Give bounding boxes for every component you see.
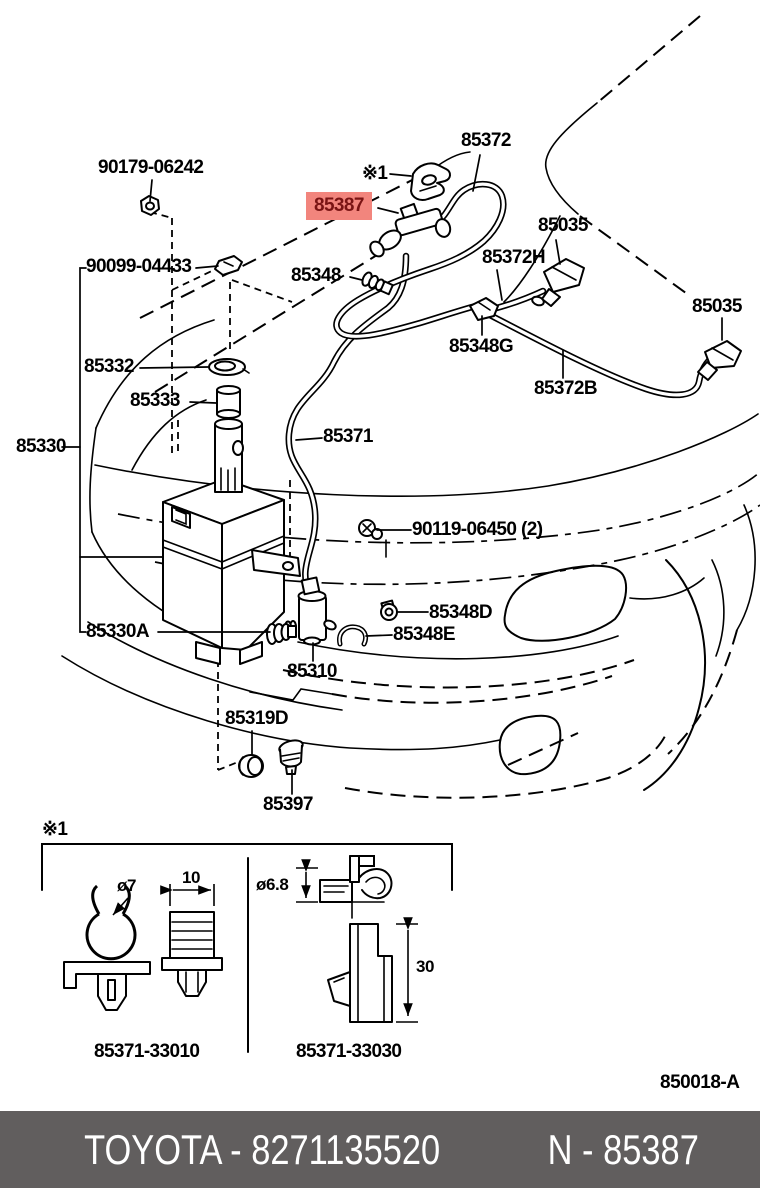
part-label-85035-left[interactable]: 85035 [538,215,588,236]
dim-label-diameter-6-8: ø6.8 [256,875,289,894]
part-label-85310[interactable]: 85310 [287,661,337,682]
washer-hoses [285,181,719,598]
car-body-outline [61,15,760,799]
grommet-85330A [266,623,297,645]
dim-label-width-10: 10 [182,868,201,887]
part-label-85372[interactable]: 85372 [461,130,511,151]
footer-bar: TOYOTA - 8271135520 N - 85387 [0,1111,760,1188]
detail-box-frame [41,843,453,1053]
footer-part-code: N - 85387 [547,1125,699,1173]
clip-90099 [214,255,243,276]
dim-label-height-30: 30 [416,957,435,976]
part-label-85333[interactable]: 85333 [130,390,180,411]
screw-90119 [358,519,387,558]
part-label-85330[interactable]: 85330 [16,436,66,457]
part-label-85348D[interactable]: 85348D [429,602,493,623]
part-label-85348G[interactable]: 85348G [449,336,514,357]
nut-90179 [140,195,160,216]
part-label-85330A[interactable]: 85330A [86,621,150,642]
part-label-85371[interactable]: 85371 [323,426,373,447]
part-label-85397[interactable]: 85397 [263,794,313,815]
detail-box-marker: ※1 [42,819,68,840]
tee-connector-85348G [469,297,499,321]
hose-guide-85348E [337,624,369,647]
check-valve-85387-part [369,202,452,258]
clip-mark1-icon [410,162,451,201]
part-label-85348[interactable]: 85348 [291,265,341,286]
diagram-code: 850018-A [660,1072,740,1093]
detail-part-label-85371-33010[interactable]: 85371-33010 [94,1041,200,1062]
part-label-90099-04433[interactable]: 90099-04433 [86,256,192,277]
washer-tank-85330 [162,358,301,665]
grommet-85319D [238,754,264,778]
leader-lines [61,154,723,795]
screw-grommet-85397 [278,739,304,775]
clip-85371-33010-drawing [63,884,223,1011]
part-label-85319D[interactable]: 85319D [225,708,289,729]
footer-catalog-code: TOYOTA - 8271135520 [83,1125,440,1173]
part-label-85348E[interactable]: 85348E [393,624,456,645]
part-label-85387-highlighted[interactable]: 85387 [306,192,372,220]
part-label-85372B[interactable]: 85372B [534,378,598,399]
marker-label-1: ※1 [362,163,388,184]
detail-part-label-85371-33030[interactable]: 85371-33030 [296,1041,402,1062]
part-label-85035-right[interactable]: 85035 [692,296,742,317]
part-label-85332[interactable]: 85332 [84,356,134,377]
dim-label-diameter-7: ø7 [117,876,137,895]
nozzle-85035-left [531,258,585,307]
part-label-90119-06450[interactable]: 90119-06450 (2) [412,519,543,540]
part-label-85372H[interactable]: 85372H [482,247,546,268]
grommet-85348 [361,271,394,296]
nozzle-85035-right [697,340,742,381]
part-label-90179-06242[interactable]: 90179-06242 [98,157,204,178]
clamp-85348D [380,599,398,621]
clip-85371-33030-drawing [296,855,418,1023]
